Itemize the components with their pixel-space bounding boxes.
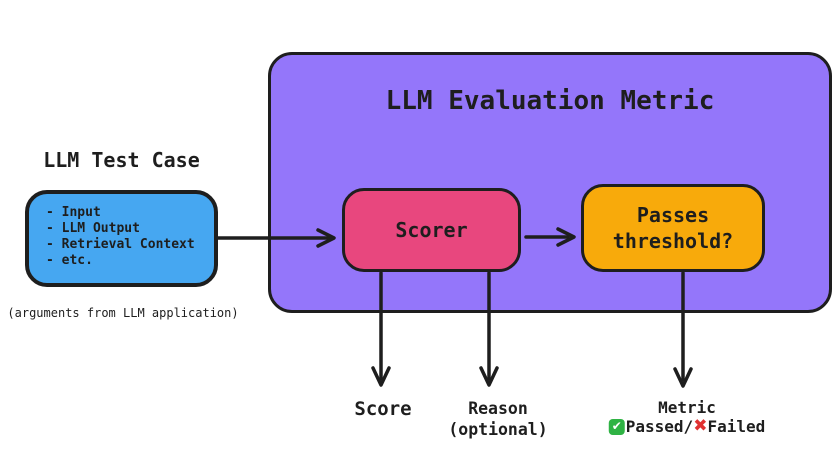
metric-line1: Metric [658,398,716,417]
test-case-caption: (arguments from LLM application) [7,306,239,320]
evaluation-metric-container: LLM Evaluation Metric [268,52,832,313]
test-case-item: - etc. [46,253,93,268]
evaluation-metric-title: LLM Evaluation Metric [385,86,715,116]
test-case-item: - Retrieval Context [46,237,195,252]
test-case-item: - Input [46,205,101,220]
metric-output-label: Metric ✔ Passed/ ✖ Failed [608,398,766,436]
reason-output-label: Reason (optional) [448,398,547,440]
score-output-label: Score [354,398,412,420]
cross-icon: ✖ [693,416,708,436]
test-case-item: - LLM Output [46,221,140,236]
metric-line2: ✔ Passed/ ✖ Failed [608,416,766,436]
scorer-node: Scorer [342,188,521,272]
test-case-node: - Input - LLM Output - Retrieval Context… [25,190,218,287]
passed-label: Passed/ [625,417,694,436]
threshold-node: Passes threshold? [581,184,765,272]
test-case-title: LLM Test Case [43,148,200,172]
threshold-label-line2: threshold? [612,229,734,253]
check-icon: ✔ [608,418,625,435]
failed-label: Failed [707,417,766,436]
scorer-label: Scorer [395,218,468,242]
reason-line2: (optional) [448,420,548,439]
threshold-label-line1: Passes [636,203,710,227]
reason-line1: Reason [468,399,528,418]
